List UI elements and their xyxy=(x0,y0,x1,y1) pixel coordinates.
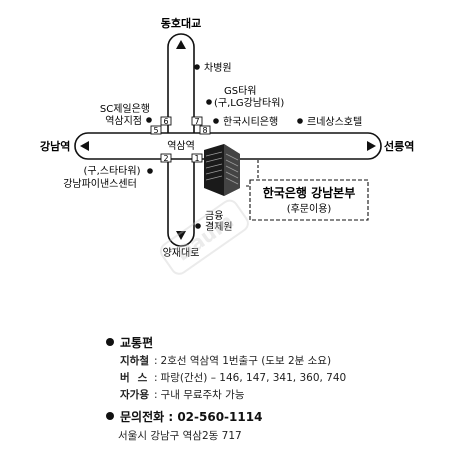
phone-label: 문의전화 xyxy=(120,410,165,424)
exit-number: 7 xyxy=(194,117,199,126)
sc-bank-label: SC제일은행 xyxy=(100,103,150,115)
subway-label: 지하철 xyxy=(120,355,149,367)
landmark-dot xyxy=(146,117,152,123)
citibank-label: 한국시티은행 xyxy=(223,116,278,128)
landmark-dot xyxy=(195,223,201,229)
finance-label: 금융 xyxy=(205,210,223,222)
car-label: 자가용 xyxy=(120,389,149,401)
bus-text: 파랑(간선) – 146, 147, 341, 360, 740 xyxy=(160,372,347,384)
bank-building-icon xyxy=(204,144,240,196)
south-label: 양재대로 xyxy=(163,247,200,259)
east-label: 선릉역 xyxy=(384,139,414,153)
gs-tower-sub-label: (구,LG강남타워) xyxy=(214,96,284,109)
gs-tower-label: GS타워 xyxy=(224,84,257,97)
exit-box-8 xyxy=(199,125,211,135)
exit-box-7 xyxy=(191,116,203,126)
landmark-dot xyxy=(213,118,219,124)
star-tower-label: (구,스타타워) xyxy=(84,164,141,177)
exit-number: 5 xyxy=(153,126,158,135)
location-map: 동호대교 양재대로 강남역 선릉역 역삼역 차병원 GS타워 (구,LG강남타워… xyxy=(40,16,414,275)
bus-row: 버스:파랑(간선) – 146, 147, 341, 360, 740 xyxy=(120,372,347,384)
landmark-dot xyxy=(297,118,303,124)
address: 서울시 강남구 역삼2동 717 xyxy=(118,430,242,442)
arrow-up-icon xyxy=(176,40,186,49)
north-label: 동호대교 xyxy=(161,16,201,30)
phone-row: 문의전화 : 02-560-1114 xyxy=(106,408,262,425)
exit-number: 2 xyxy=(163,154,168,163)
car-row: 자가용:구내 무료주차 가능 xyxy=(120,389,245,401)
subway-text: 2호선 역삼역 1번출구 (도보 2분 소요) xyxy=(160,355,332,367)
arrow-down-icon xyxy=(176,231,186,240)
exit-box-1 xyxy=(191,153,203,163)
exit-number: 8 xyxy=(202,126,207,135)
transport-heading: 교통편 xyxy=(106,334,153,351)
destination-name: 한국은행 강남본부 xyxy=(263,185,356,200)
subway-row: 지하철:2호선 역삼역 1번출구 (도보 2분 소요) xyxy=(120,355,332,367)
exit-box-2 xyxy=(160,153,172,163)
exit-number: 1 xyxy=(194,154,199,163)
exit-box-5 xyxy=(150,125,162,135)
renaissance-label: 르네상스호텔 xyxy=(307,116,362,128)
landmark-dot xyxy=(194,64,200,70)
landmark-dot xyxy=(147,168,153,174)
destination-note: (후문이용) xyxy=(287,203,332,215)
bullet-icon xyxy=(106,412,114,420)
arrow-left-icon xyxy=(80,141,89,151)
exit-box-6 xyxy=(160,116,172,126)
phone-number: 02-560-1114 xyxy=(177,410,263,424)
cha-hospital-label: 차병원 xyxy=(204,62,232,74)
arrow-right-icon xyxy=(367,141,376,151)
landmark-dot xyxy=(206,99,212,105)
exit-number: 6 xyxy=(163,117,168,126)
sc-bank-branch-label: 역삼지점 xyxy=(105,115,142,127)
bus-label: 버스 xyxy=(120,372,156,384)
finance-sub-label: 결제원 xyxy=(205,221,233,233)
car-text: 구내 무료주차 가능 xyxy=(160,389,245,401)
star-tower-sub-label: 강남파이낸스센터 xyxy=(63,178,137,190)
bullet-icon xyxy=(106,338,114,346)
center-station-label: 역삼역 xyxy=(167,140,195,152)
destination-box xyxy=(249,179,369,221)
west-label: 강남역 xyxy=(40,139,70,153)
